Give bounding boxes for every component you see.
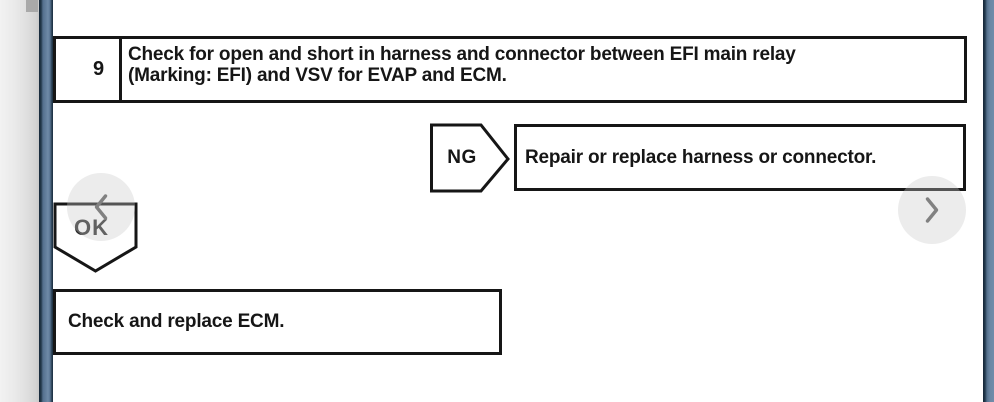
chevron-left-icon bbox=[94, 194, 108, 220]
step-instruction-line1: Check for open and short in harness and … bbox=[128, 44, 796, 65]
ng-result-text: Repair or replace harness or connector. bbox=[525, 146, 877, 168]
ng-connector: NG bbox=[430, 123, 510, 193]
step-instruction: Check for open and short in harness and … bbox=[122, 39, 964, 100]
page-edge-right bbox=[983, 0, 994, 402]
step-instruction-line2: (Marking: EFI) and VSV for EVAP and ECM. bbox=[128, 65, 507, 86]
ok-result-text: Check and replace ECM. bbox=[68, 311, 285, 332]
ok-connector: OK bbox=[53, 202, 138, 273]
next-page-button[interactable] bbox=[898, 176, 966, 244]
ok-label: OK bbox=[74, 215, 109, 240]
page-edge-left bbox=[39, 0, 53, 402]
ok-result-box: Check and replace ECM. bbox=[53, 289, 502, 355]
step-number: 9 bbox=[56, 39, 122, 100]
step-box: 9 Check for open and short in harness an… bbox=[53, 36, 967, 103]
prev-page-button[interactable] bbox=[67, 173, 135, 241]
ng-result-box: Repair or replace harness or connector. bbox=[514, 124, 966, 191]
scrollbar-thumb[interactable] bbox=[26, 0, 38, 12]
ng-label: NG bbox=[447, 147, 477, 168]
chevron-right-icon bbox=[925, 197, 939, 223]
ng-pentagon-shape bbox=[430, 123, 510, 193]
scrollbar-track[interactable] bbox=[0, 0, 39, 402]
ok-pentagon-shape bbox=[53, 202, 138, 273]
